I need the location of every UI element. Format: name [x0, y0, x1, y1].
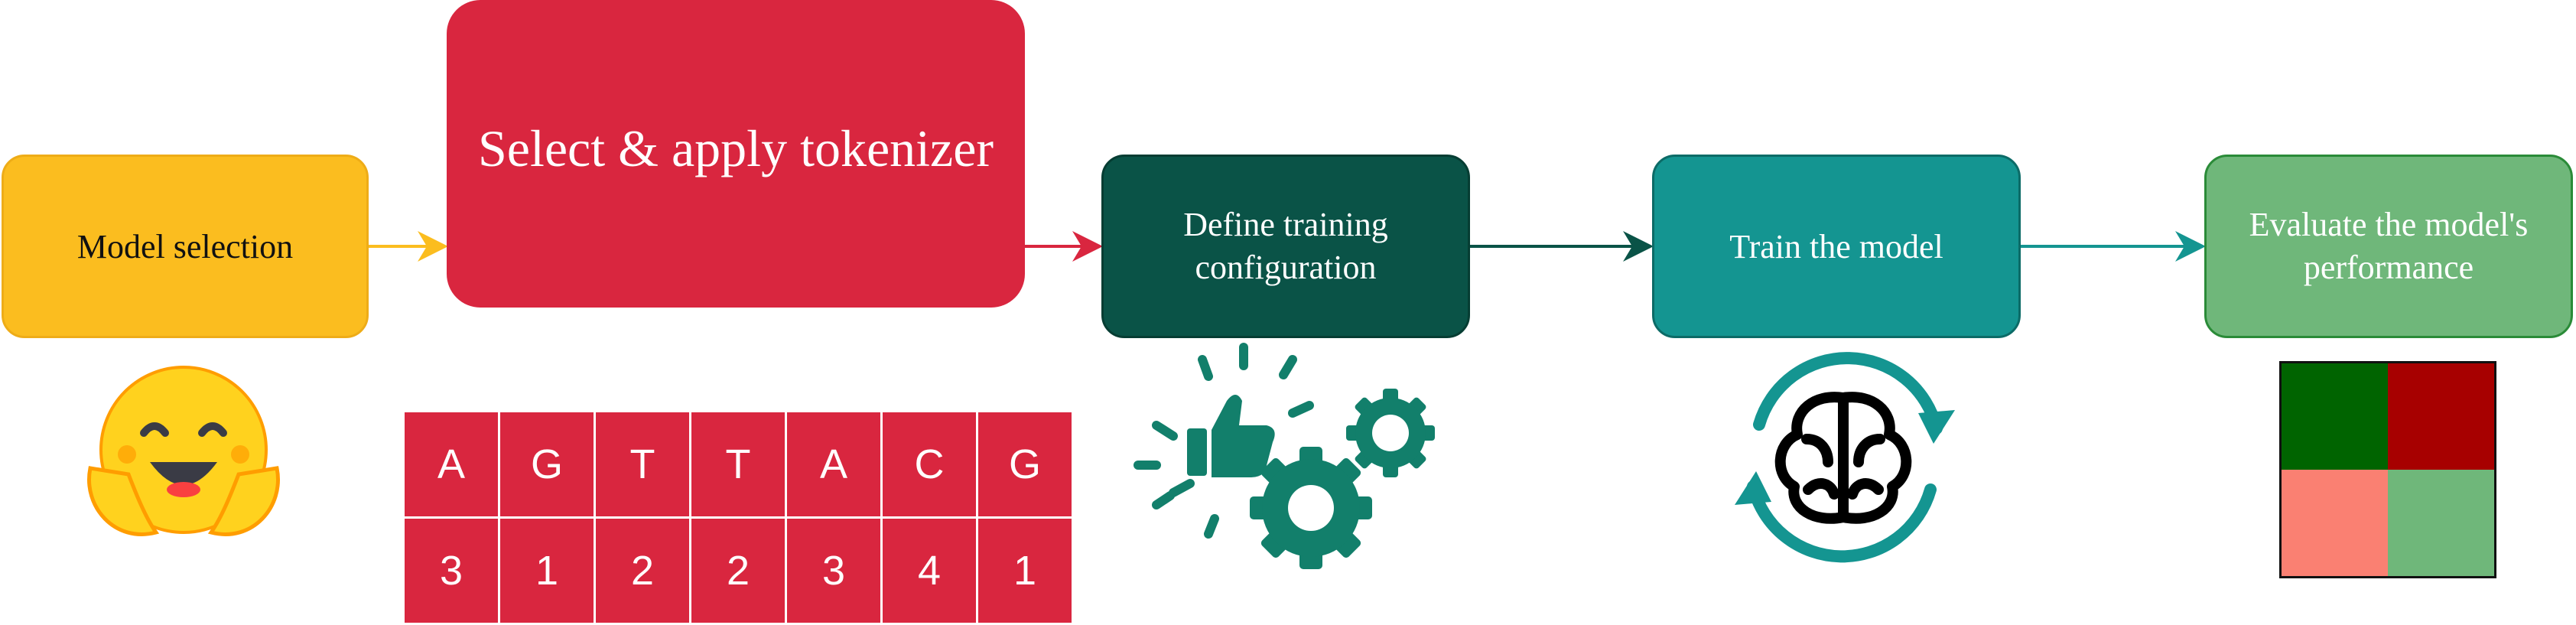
confusion-matrix-cell	[2388, 363, 2494, 470]
token-letter-cell: C	[880, 410, 978, 519]
token-id-cell: 1	[498, 516, 596, 625]
step-tokenizer-label: Select & apply tokenizer	[477, 119, 994, 177]
brain-refresh-cycle-icon	[1735, 352, 1955, 563]
step-define-training-configuration: Define training configuration	[1101, 155, 1470, 338]
token-id-cell: 3	[402, 516, 500, 625]
token-ids-row: 3 1 2 2 3 4 1	[402, 516, 1074, 625]
step-evaluate-performance: Evaluate the model's performance	[2204, 155, 2573, 338]
hugging-face-emoji-icon	[87, 366, 280, 536]
confusion-matrix-cell	[2282, 363, 2388, 470]
token-id-cell: 2	[594, 516, 691, 625]
step-train-the-model: Train the model	[1652, 155, 2021, 338]
token-id-cell: 2	[689, 516, 787, 625]
token-letter-cell: A	[402, 410, 500, 519]
token-letter-cell: G	[498, 410, 596, 519]
thumbs-up-gears-icon	[1134, 343, 1435, 569]
token-letter-cell: A	[785, 410, 883, 519]
step-model-selection-label: Model selection	[76, 227, 294, 265]
confusion-matrix-cell	[2282, 470, 2388, 576]
token-letter-cell: T	[594, 410, 691, 519]
token-id-cell: 3	[785, 516, 883, 625]
step-select-apply-tokenizer: Select & apply tokenizer	[447, 0, 1025, 308]
step-train-model-label: Train the model	[1729, 227, 1943, 265]
confusion-matrix-cell	[2388, 470, 2494, 576]
token-letter-cell: T	[689, 410, 787, 519]
step-evaluate-label: Evaluate the model's performance	[2249, 206, 2529, 286]
token-letter-cell: G	[976, 410, 1074, 519]
token-id-cell: 4	[880, 516, 978, 625]
tokenization-table: A G T T A C G 3 1 2 2 3 4 1	[402, 410, 1074, 625]
step-training-config-label: Define training configuration	[1183, 206, 1388, 286]
token-id-cell: 1	[976, 516, 1074, 625]
confusion-matrix-icon	[2279, 361, 2496, 578]
step-model-selection: Model selection	[2, 155, 369, 338]
token-letters-row: A G T T A C G	[402, 410, 1074, 519]
